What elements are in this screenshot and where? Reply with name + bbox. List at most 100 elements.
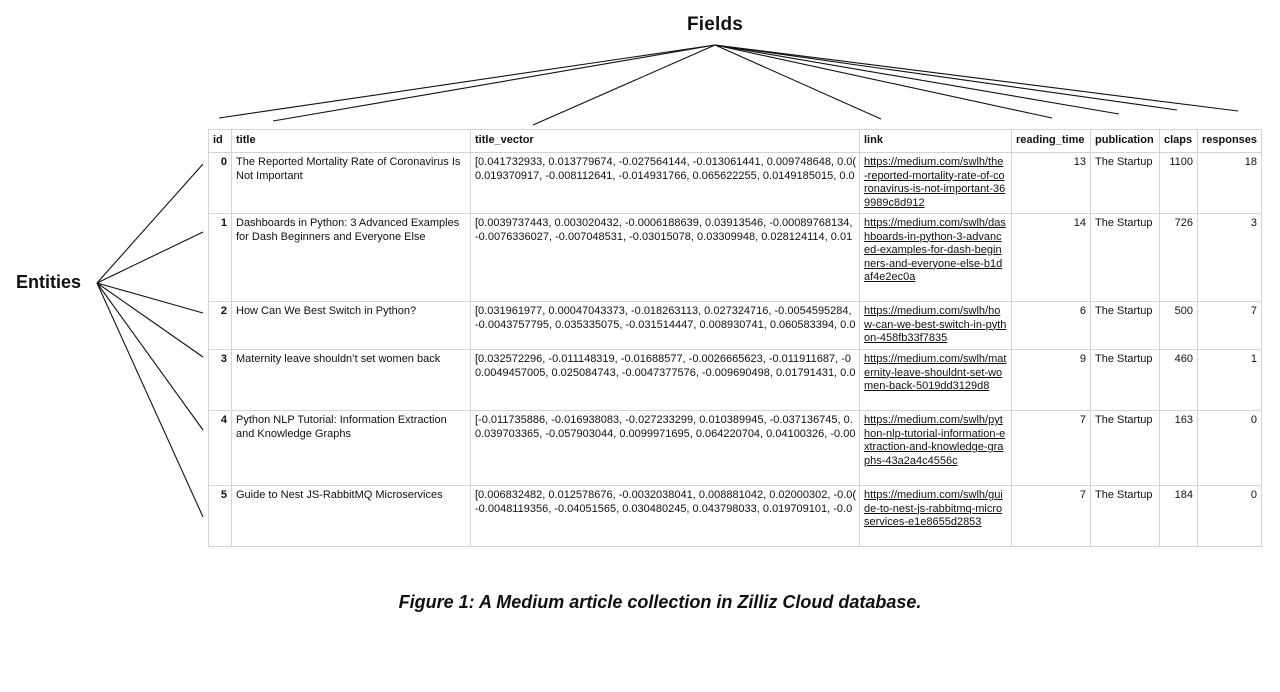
article-link[interactable]: https://medium.com/swlh/guide-to-nest-js… xyxy=(864,489,1003,528)
cell-reading-time: 14 xyxy=(1011,213,1091,302)
table-row: 1 Dashboards in Python: 3 Advanced Examp… xyxy=(208,213,1262,302)
cell-link: https://medium.com/swlh/maternity-leave-… xyxy=(859,349,1012,411)
table-row: 2 How Can We Best Switch in Python? [0.0… xyxy=(208,301,1262,350)
cell-title: How Can We Best Switch in Python? xyxy=(231,301,471,350)
header-title: title xyxy=(231,129,471,153)
cell-id: 3 xyxy=(208,349,232,411)
header-reading-time: reading_time xyxy=(1011,129,1091,153)
entity-connector-1 xyxy=(96,231,204,284)
entity-connector-3 xyxy=(96,282,204,358)
header-publication: publication xyxy=(1090,129,1160,153)
cell-reading-time: 9 xyxy=(1011,349,1091,411)
entity-connector-4 xyxy=(96,282,204,431)
header-claps: claps xyxy=(1159,129,1198,153)
cell-title-vector: [0.031961977, 0.00047043373, -0.01826311… xyxy=(470,301,860,350)
article-link[interactable]: https://medium.com/swlh/python-nlp-tutor… xyxy=(864,414,1006,467)
cell-link: https://medium.com/swlh/dashboards-in-py… xyxy=(859,213,1012,302)
cell-reading-time: 13 xyxy=(1011,152,1091,214)
cell-claps: 163 xyxy=(1159,410,1198,486)
cell-publication: The Startup xyxy=(1090,410,1160,486)
cell-publication: The Startup xyxy=(1090,301,1160,350)
article-link[interactable]: https://medium.com/swlh/how-can-we-best-… xyxy=(864,305,1007,344)
cell-reading-time: 6 xyxy=(1011,301,1091,350)
vector-line: -0.0043757795, 0.035335075, -0.031514447… xyxy=(475,318,856,331)
cell-claps: 1100 xyxy=(1159,152,1198,214)
cell-title: Python NLP Tutorial: Information Extract… xyxy=(231,410,471,486)
field-connector-claps xyxy=(714,44,1178,111)
entities-label: Entities xyxy=(16,272,82,292)
cell-publication: The Startup xyxy=(1090,485,1160,547)
cell-title-vector: [-0.011735886, -0.016938083, -0.02723329… xyxy=(470,410,860,486)
entity-connector-0 xyxy=(96,163,204,284)
fields-label: Fields xyxy=(686,14,744,35)
article-link[interactable]: https://medium.com/swlh/maternity-leave-… xyxy=(864,353,1007,392)
entity-connector-5 xyxy=(96,282,204,518)
cell-publication: The Startup xyxy=(1090,349,1160,411)
field-connector-link xyxy=(714,44,882,120)
cell-link: https://medium.com/swlh/how-can-we-best-… xyxy=(859,301,1012,350)
cell-id: 5 xyxy=(208,485,232,547)
article-link[interactable]: https://medium.com/swlh/dashboards-in-py… xyxy=(864,217,1006,283)
table-row: 4 Python NLP Tutorial: Information Extra… xyxy=(208,410,1262,486)
vector-line: [0.032572296, -0.011148319, -0.01688577,… xyxy=(475,353,851,365)
cell-id: 0 xyxy=(208,152,232,214)
vector-line: [0.031961977, 0.00047043373, -0.01826311… xyxy=(475,305,852,317)
cell-claps: 184 xyxy=(1159,485,1198,547)
vector-line: 0.019370917, -0.008112641, -0.014931766,… xyxy=(475,169,855,182)
collection-table: id title title_vector link reading_time … xyxy=(208,129,1262,547)
cell-responses: 0 xyxy=(1197,485,1262,547)
cell-title: Maternity leave shouldn’t set women back xyxy=(231,349,471,411)
header-row: id title title_vector link reading_time … xyxy=(208,129,1262,153)
cell-link: https://medium.com/swlh/the-reported-mor… xyxy=(859,152,1012,214)
vector-line: 0.0049457005, 0.025084743, -0.0047377576… xyxy=(475,366,856,379)
figure-caption: Figure 1: A Medium article collection in… xyxy=(398,592,922,612)
cell-responses: 7 xyxy=(1197,301,1262,350)
cell-title: The Reported Mortality Rate of Coronavir… xyxy=(231,152,471,214)
cell-reading-time: 7 xyxy=(1011,410,1091,486)
field-connector-responses xyxy=(714,44,1239,112)
cell-publication: The Startup xyxy=(1090,213,1160,302)
cell-reading-time: 7 xyxy=(1011,485,1091,547)
table-row: 0 The Reported Mortality Rate of Coronav… xyxy=(208,152,1262,214)
vector-line: [0.006832482, 0.012578676, -0.0032038041… xyxy=(475,489,857,501)
cell-title: Dashboards in Python: 3 Advanced Example… xyxy=(231,213,471,302)
header-link: link xyxy=(859,129,1012,153)
vector-line: [0.0039737443, 0.003020432, -0.000618863… xyxy=(475,217,853,229)
vector-line: [0.041732933, 0.013779674, -0.027564144,… xyxy=(475,156,857,168)
entity-connector-2 xyxy=(96,282,204,314)
cell-responses: 3 xyxy=(1197,213,1262,302)
vector-line: -0.0076336027, -0.007048531, -0.03015078… xyxy=(475,230,853,243)
table-row: 5 Guide to Nest JS-RabbitMQ Microservice… xyxy=(208,485,1262,547)
cell-id: 4 xyxy=(208,410,232,486)
field-connector-title xyxy=(272,44,716,122)
cell-title-vector: [0.006832482, 0.012578676, -0.0032038041… xyxy=(470,485,860,547)
vector-line: [-0.011735886, -0.016938083, -0.02723329… xyxy=(475,414,853,426)
cell-id: 1 xyxy=(208,213,232,302)
cell-responses: 0 xyxy=(1197,410,1262,486)
cell-id: 2 xyxy=(208,301,232,350)
field-connector-id xyxy=(218,44,716,119)
cell-responses: 18 xyxy=(1197,152,1262,214)
header-title-vector: title_vector xyxy=(470,129,860,153)
vector-line: 0.039703365, -0.057903044, 0.0099971695,… xyxy=(475,427,856,440)
cell-link: https://medium.com/swlh/python-nlp-tutor… xyxy=(859,410,1012,486)
cell-link: https://medium.com/swlh/guide-to-nest-js… xyxy=(859,485,1012,547)
article-link[interactable]: https://medium.com/swlh/the-reported-mor… xyxy=(864,156,1006,209)
cell-claps: 726 xyxy=(1159,213,1198,302)
cell-title-vector: [0.032572296, -0.011148319, -0.01688577,… xyxy=(470,349,860,411)
field-connector-title-vector xyxy=(532,44,716,126)
table-row: 3 Maternity leave shouldn’t set women ba… xyxy=(208,349,1262,411)
cell-title: Guide to Nest JS-RabbitMQ Microservices xyxy=(231,485,471,547)
cell-title-vector: [0.041732933, 0.013779674, -0.027564144,… xyxy=(470,152,860,214)
cell-publication: The Startup xyxy=(1090,152,1160,214)
vector-line: -0.0048119356, -0.04051565, 0.030480245,… xyxy=(475,502,853,515)
field-connector-reading-time xyxy=(714,44,1053,119)
cell-responses: 1 xyxy=(1197,349,1262,411)
cell-title-vector: [0.0039737443, 0.003020432, -0.000618863… xyxy=(470,213,860,302)
header-responses: responses xyxy=(1197,129,1262,153)
header-id: id xyxy=(208,129,232,153)
cell-claps: 500 xyxy=(1159,301,1198,350)
field-connector-publication xyxy=(714,44,1120,115)
cell-claps: 460 xyxy=(1159,349,1198,411)
